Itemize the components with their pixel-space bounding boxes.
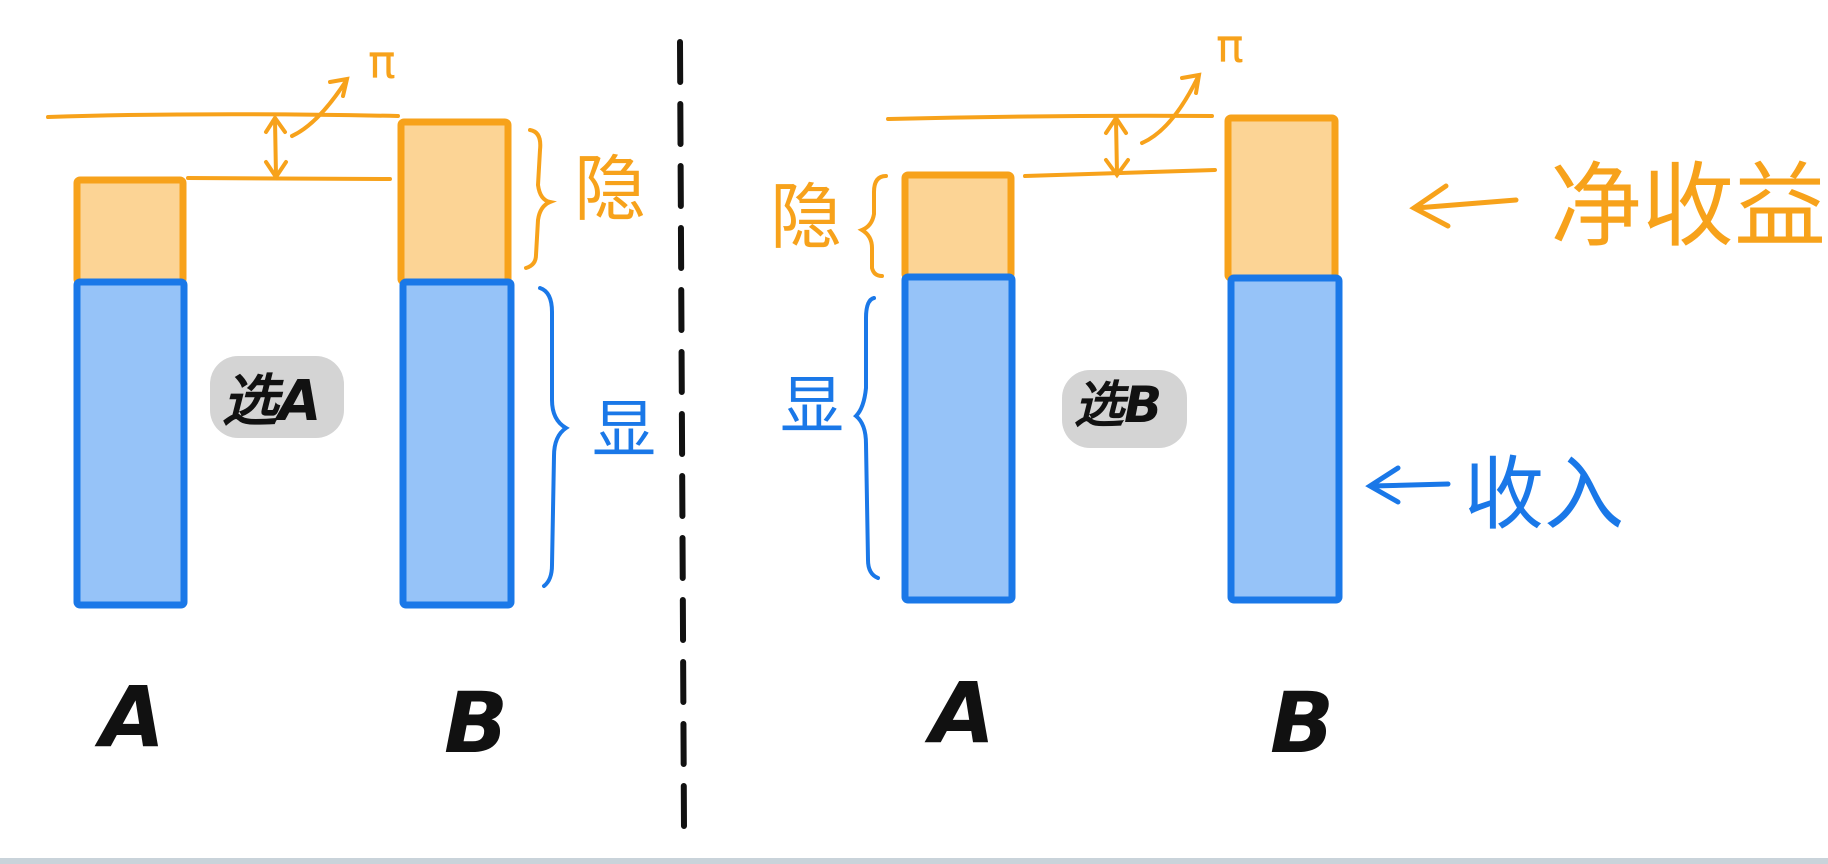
- right-top-line: [886, 113, 1214, 121]
- left-mid-line: [186, 176, 392, 181]
- right-col-a-label: A: [924, 664, 995, 762]
- left-double-arrow: [264, 114, 288, 181]
- panel-divider: [677, 39, 687, 833]
- left-bar-b-explicit: [399, 278, 515, 609]
- right-top-brace: [857, 174, 888, 278]
- right-pi-label: π: [1216, 19, 1244, 73]
- income-label: 收入: [1464, 448, 1624, 541]
- right-bar-b-explicit: [1227, 274, 1343, 604]
- left-panel: π 隐 显 选A A B: [46, 35, 656, 772]
- bottom-edge-bar: [0, 858, 1828, 864]
- left-top-line: [46, 112, 400, 119]
- right-choice-pill: [1062, 370, 1187, 448]
- left-bottom-brace-label: 显: [592, 394, 656, 468]
- right-top-brace-label: 隐: [770, 175, 842, 259]
- income-arrow: [1365, 465, 1451, 505]
- net-benefit-arrow: [1409, 183, 1519, 229]
- left-col-b-label: B: [444, 674, 508, 772]
- right-bar-a-hidden: [901, 171, 1015, 281]
- right-choice-label: 选B: [1074, 376, 1162, 434]
- left-pi-arrow: [290, 76, 350, 138]
- right-col-b-label: B: [1270, 674, 1334, 772]
- left-top-brace: [524, 128, 557, 270]
- left-col-a-label: A: [94, 668, 165, 766]
- left-bar-b-hidden: [397, 118, 512, 286]
- left-choice-pill: [210, 356, 344, 438]
- left-top-brace-label: 隐: [574, 147, 646, 231]
- left-bar-a-explicit: [73, 278, 188, 609]
- right-bottom-brace: [853, 296, 880, 580]
- right-bottom-brace-label: 显: [780, 370, 844, 444]
- right-pi-arrow: [1140, 72, 1202, 145]
- right-bar-a-explicit: [901, 273, 1016, 604]
- left-choice-label: 选A: [222, 369, 321, 434]
- right-panel: π 隐 显 选B A B 净收益 收入: [770, 19, 1826, 772]
- left-pi-label: π: [368, 35, 396, 89]
- net-benefit-label: 净收益: [1550, 153, 1826, 260]
- left-bar-a-hidden: [73, 176, 187, 286]
- right-bar-b-hidden: [1224, 114, 1339, 282]
- left-bottom-brace: [538, 286, 570, 588]
- right-double-arrow: [1104, 114, 1130, 179]
